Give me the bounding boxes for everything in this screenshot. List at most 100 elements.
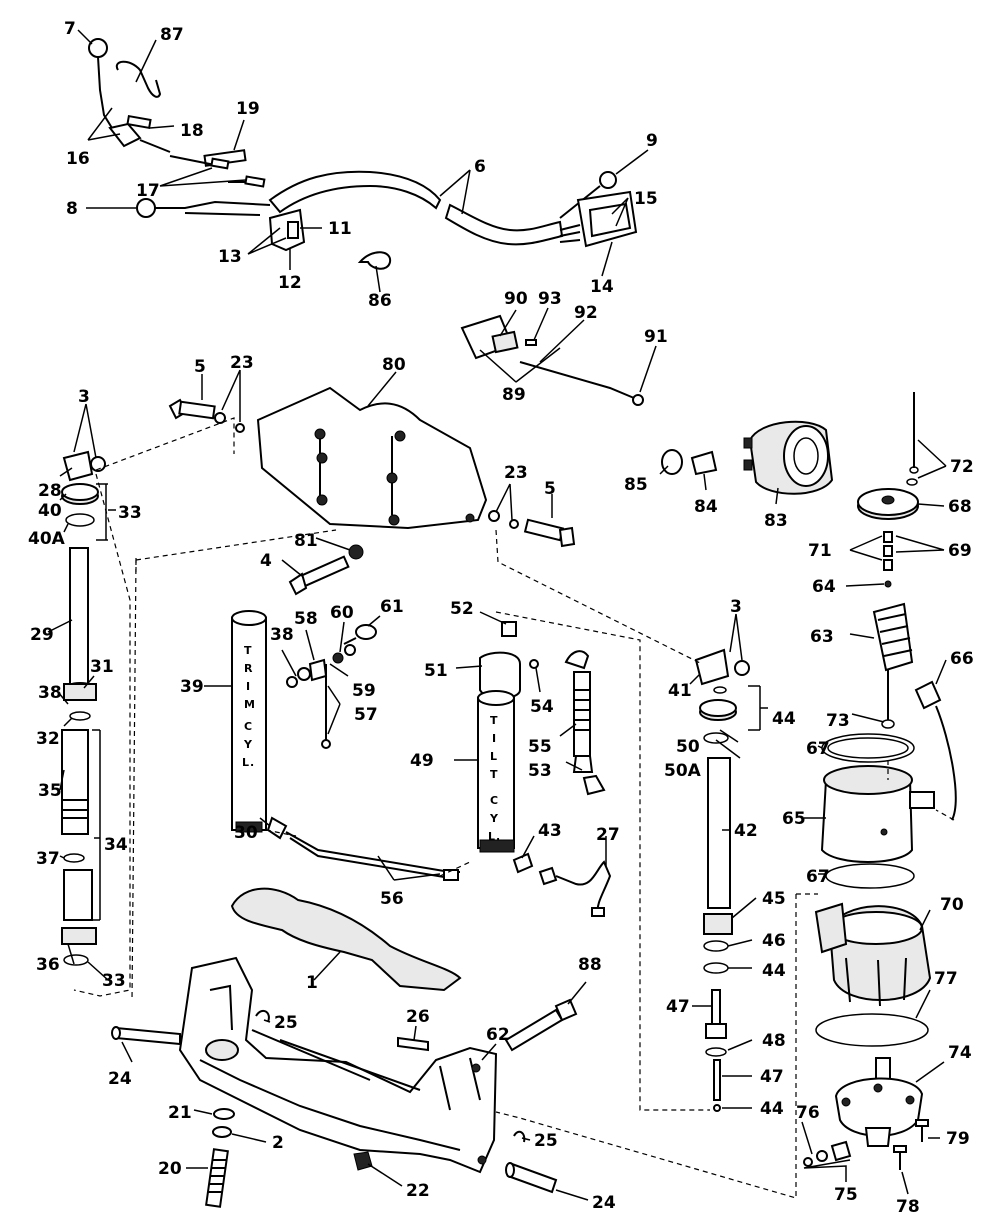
callout-40A: 40A [28,529,66,549]
callout-43: 43 [538,821,562,841]
callout-70: 70 [940,895,964,915]
trim-cyl-letter: T [244,644,253,657]
callout-39: 39 [180,677,204,697]
trim-cyl-letter: C [244,720,253,733]
callout-47-bottom: 47 [760,1067,784,1087]
callout-44-mid: 44 [762,961,786,981]
callout-90: 90 [504,289,528,309]
callout-64: 64 [812,577,836,597]
callout-8: 8 [66,199,78,219]
callout-31: 31 [90,657,114,677]
callout-32: 32 [36,729,60,749]
callout-48: 48 [762,1031,786,1051]
callout-21: 21 [168,1103,192,1123]
callout-36: 36 [36,955,60,975]
callout-89: 89 [502,385,526,405]
trim-cyl-letter: R [244,662,253,675]
callout-88: 88 [578,955,602,975]
left-ram-assembly [61,450,106,966]
callout-17: 17 [136,181,160,201]
callout-78: 78 [896,1197,920,1217]
callout-24-left: 24 [108,1069,132,1089]
callout-42: 42 [734,821,758,841]
tilt-cyl-letter: T [490,768,499,781]
callout-11: 11 [328,219,352,239]
callout-19: 19 [236,99,260,119]
trim-cyl-letter: M [244,698,256,711]
callout-20: 20 [158,1159,182,1179]
wiring-harness [88,38,638,270]
callout-66: 66 [950,649,974,669]
callout-30: 30 [234,823,258,843]
callout-55: 55 [528,737,552,757]
callout-61: 61 [380,597,404,617]
trim-cyl-letter: L. [242,756,255,769]
callout-5-left: 5 [194,357,206,377]
callout-73: 73 [826,711,850,731]
callout-33-top: 33 [118,503,142,523]
callout-24-right: 24 [592,1193,616,1213]
callout-85: 85 [624,475,648,495]
callout-3-right: 3 [730,597,742,617]
callout-15: 15 [634,189,658,209]
callout-53: 53 [528,761,552,781]
callout-28: 28 [38,481,62,501]
leader-lines [47,29,947,1201]
callout-62: 62 [486,1025,510,1045]
callout-67-bottom: 67 [806,867,830,887]
callout-27: 27 [596,825,620,845]
tilt-cyl-letter: L [490,750,498,763]
assembly-guide-lines [73,417,955,1199]
callout-57: 57 [354,705,378,725]
callout-40: 40 [38,501,62,521]
callout-25-left: 25 [274,1013,298,1033]
callout-2: 2 [272,1133,284,1153]
hydraulic-lines [266,816,612,917]
callout-35: 35 [38,781,62,801]
callout-84: 84 [694,497,718,517]
callout-59: 59 [352,681,376,701]
callout-23-left: 23 [230,353,254,373]
callout-4: 4 [260,551,272,571]
tilt-cyl-letter: I [492,732,497,745]
callout-67-top: 67 [806,739,830,759]
callout-26: 26 [406,1007,430,1027]
callout-23-right: 23 [504,463,528,483]
callout-51: 51 [424,661,448,681]
trim-cyl-letter: Y [243,738,253,751]
callout-45: 45 [762,889,786,909]
callout-16: 16 [66,149,90,169]
callout-41: 41 [668,681,692,701]
callout-52: 52 [450,599,474,619]
callout-68: 68 [948,497,972,517]
callout-58: 58 [294,609,318,629]
callout-79: 79 [946,1129,970,1149]
trim-sender-assembly [460,314,644,406]
callout-80: 80 [382,355,406,375]
callout-3-left: 3 [78,387,90,407]
callout-37: 37 [36,849,60,869]
callout-34: 34 [104,835,128,855]
callout-49: 49 [410,751,434,771]
callout-60: 60 [330,603,354,623]
callout-13: 13 [218,247,242,267]
callout-71: 71 [808,541,832,561]
tilt-cyl-letter: L. [488,830,501,843]
callout-7: 7 [64,19,76,39]
callout-76: 76 [796,1103,820,1123]
callout-87: 87 [160,25,184,45]
callout-numbers: 7 87 16 18 19 17 6 9 8 15 11 13 12 14 86… [28,19,974,1217]
callout-74: 74 [948,1043,972,1063]
callout-50A: 50A [664,761,702,781]
callout-77: 77 [934,969,958,989]
callout-14: 14 [590,277,614,297]
stern-bracket [111,887,578,1208]
callout-65: 65 [782,809,806,829]
callout-81: 81 [294,531,318,551]
trim-cylinder: T R I M C Y L. [231,610,377,833]
callout-5-right: 5 [544,479,556,499]
tilt-cylinder: T I L T C Y L. [477,621,606,853]
bracket-fasteners [168,398,576,596]
callout-63: 63 [810,627,834,647]
